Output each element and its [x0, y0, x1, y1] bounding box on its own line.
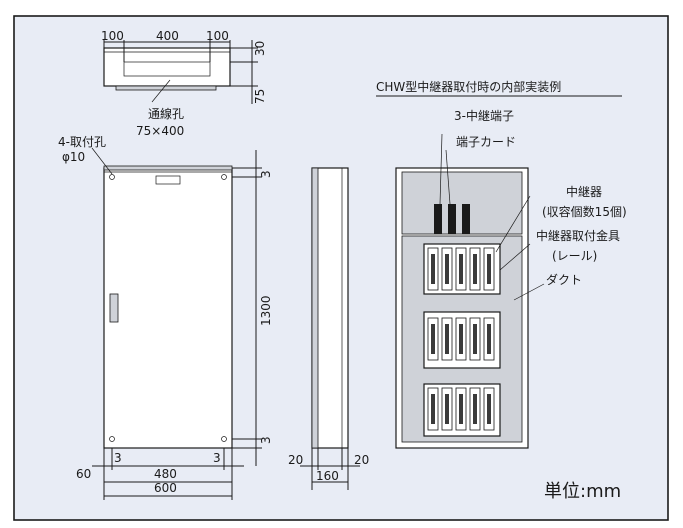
top-dim-left: 100	[101, 29, 124, 43]
terminal-3	[462, 204, 470, 234]
nameplate	[155, 175, 181, 185]
relay-connector	[445, 324, 449, 354]
label-terminal: 3-中継端子	[454, 108, 514, 123]
relay-connector	[459, 394, 463, 424]
mount-hole-top-right	[221, 174, 227, 180]
relay-connector	[459, 324, 463, 354]
wiring-hole-label: 通線孔	[148, 106, 184, 121]
relay-connector	[459, 254, 463, 284]
top-view-body	[103, 47, 231, 87]
side-flange	[311, 167, 319, 449]
mount-hole-size: φ10	[62, 150, 85, 164]
wiring-hole-size: 75×400	[136, 124, 184, 138]
top-dim-right: 100	[206, 29, 229, 43]
unit-label: 単位:mm	[544, 481, 621, 502]
top-dim-depth: 75	[253, 89, 267, 104]
relay-connector	[431, 394, 435, 424]
top-dim-center: 400	[156, 29, 179, 43]
dim-height: 1300	[259, 295, 273, 326]
relay-connector	[487, 254, 491, 284]
label-duct: ダクト	[546, 272, 582, 287]
dim-right-offset: 3	[213, 451, 221, 465]
front-panel	[103, 167, 233, 449]
door-handle	[109, 293, 119, 323]
mount-hole-label: 4-取付孔	[58, 135, 106, 149]
relay-connector	[431, 324, 435, 354]
label-bracket: 中継器取付金具	[536, 228, 620, 243]
relay-connector	[487, 324, 491, 354]
label-capacity: (収容個数15個)	[542, 204, 627, 219]
dim-left-offset: 3	[114, 451, 122, 465]
side-dim-right: 20	[354, 453, 369, 467]
dim-outer-width: 600	[154, 481, 177, 495]
side-dim-left: 20	[288, 453, 303, 467]
label-rail: (レール)	[552, 249, 597, 263]
front-view	[91, 147, 262, 500]
dim-top-gap: 3	[259, 170, 273, 178]
relay-connector	[487, 394, 491, 424]
top-dim-depth-small: 30	[253, 41, 267, 56]
wiring-hole	[123, 61, 211, 77]
top-view	[103, 40, 258, 104]
side-view	[300, 167, 360, 490]
dim-inner-width: 480	[154, 467, 177, 481]
relay-group	[427, 247, 495, 431]
label-relay: 中継器	[566, 184, 602, 199]
mount-hole-top-left	[109, 174, 115, 180]
terminal-1	[434, 204, 442, 234]
terminal-2	[448, 204, 456, 234]
internal-view	[395, 133, 545, 449]
dim-side-offset: 60	[76, 467, 91, 481]
dim-bottom-gap: 3	[259, 436, 273, 444]
internal-view-title: CHW型中継器取付時の内部実装例	[376, 79, 561, 94]
label-card: 端子カード	[456, 135, 516, 149]
relay-connector	[473, 324, 477, 354]
relay-connector	[473, 394, 477, 424]
relay-connector	[445, 394, 449, 424]
top-view-flange	[115, 85, 217, 91]
side-dim-depth: 160	[316, 469, 339, 483]
relay-connector	[431, 254, 435, 284]
mount-hole-bottom-left	[109, 436, 115, 442]
relay-connector	[445, 254, 449, 284]
relay-connector	[473, 254, 477, 284]
mount-hole-bottom-right	[221, 436, 227, 442]
